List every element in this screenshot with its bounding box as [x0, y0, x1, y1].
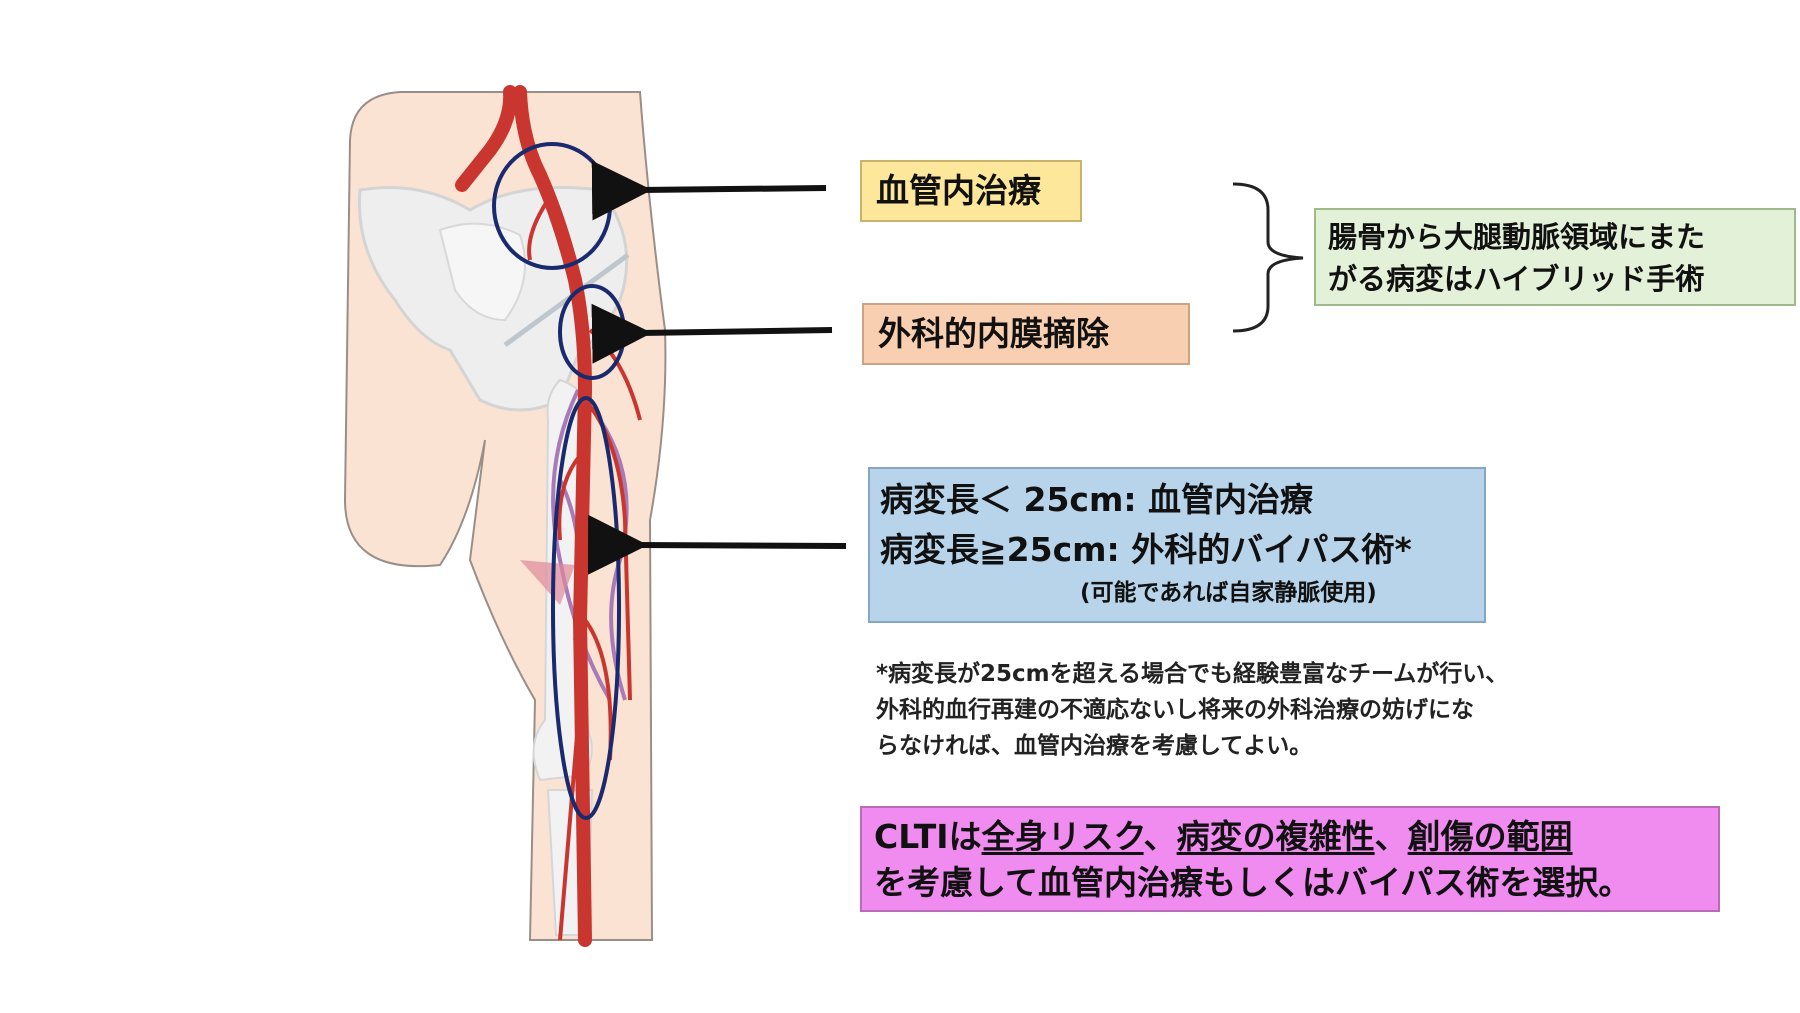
clti-part-3: 、 [1143, 817, 1177, 856]
endarterectomy-label-box: 外科的内膜摘除 [862, 303, 1190, 365]
lesion-long-rule: 病変長≧25cm: 外科的バイパス術* [880, 530, 1412, 569]
lesion-length-box: 病変長＜ 25cm: 血管内治療 病変長≧25cm: 外科的バイパス術* (可能… [868, 467, 1486, 623]
clti-part-1: CLTIは [874, 817, 982, 856]
footnote-line-2: 外科的血行再建の不適応ないし将来の外科治療の妨げにな [876, 697, 1474, 723]
clti-summary-box: CLTIは全身リスク、病変の複雑性、創傷の範囲 を考慮して血管内治療もしくはバイ… [860, 806, 1720, 912]
arrow-endarterectomy [591, 303, 833, 364]
pelvis-inner [438, 222, 526, 322]
clti-wound-extent: 創傷の範囲 [1407, 817, 1573, 856]
aorta-iliac-artery [455, 85, 593, 947]
hybrid-line-2: がる病変はハイブリッド手術 [1328, 262, 1705, 296]
clti-systemic-risk: 全身リスク [981, 817, 1144, 856]
clti-part-5: 、 [1374, 817, 1408, 856]
muscle-wedge [520, 560, 575, 605]
hybrid-line-1: 腸骨から大腿動脈領域にまた [1328, 220, 1706, 254]
clti-line-1: CLTIは全身リスク、病変の複雑性、創傷の範囲 [874, 814, 1706, 860]
artery-branches [527, 198, 642, 941]
endovascular-label-box: 血管内治療 [860, 160, 1082, 222]
curly-brace [1232, 182, 1304, 333]
lesion-short-rule: 病変長＜ 25cm: 血管内治療 [880, 480, 1314, 519]
superficial-femoral-region-circle [551, 396, 621, 820]
clti-line-2: を考慮して血管内治療もしくはバイパス術を選択。 [874, 863, 1632, 902]
inguinal-ligament [503, 252, 630, 348]
endovascular-label: 血管内治療 [876, 171, 1041, 210]
clti-lesion-complexity: 病変の複雑性 [1176, 817, 1375, 856]
footnote-line-1: *病変長が25cmを超える場合でも経験豊富なチームが行い、 [876, 661, 1509, 687]
arrow-bypass [587, 514, 847, 575]
hybrid-surgery-box: 腸骨から大腿動脈領域にまた がる病変はハイブリッド手術 [1314, 208, 1796, 306]
endarterectomy-label: 外科的内膜摘除 [878, 314, 1109, 353]
footnote: *病変長が25cmを超える場合でも経験豊富なチームが行い、 外科的血行再建の不適… [876, 656, 1696, 764]
footnote-line-3: らなければ、血管内治療を考慮してよい。 [876, 733, 1313, 759]
arrow-endovascular [591, 160, 827, 221]
autologous-vein-note: (可能であれば自家静脈使用) [1080, 580, 1377, 606]
